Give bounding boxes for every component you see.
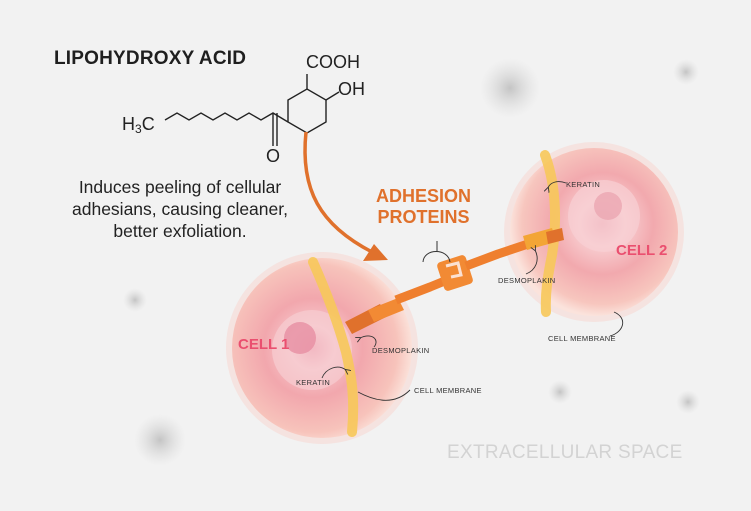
cell-2-label: CELL 2 — [616, 242, 668, 259]
cell-1-label: CELL 1 — [238, 336, 290, 353]
keratin-fiber-1 — [308, 257, 359, 437]
adhesion-protein-bridge — [345, 228, 564, 334]
background-particles — [123, 58, 700, 466]
cell-2-desmoplakin-label: DESMOPLAKIN — [498, 276, 556, 285]
description-line-2: adhesians, causing cleaner, — [72, 199, 288, 219]
hydroxyl-group-label: OH — [338, 79, 365, 99]
description-text: Induces peeling of cellular adhesians, c… — [60, 176, 300, 242]
molecule-structure — [164, 74, 340, 146]
diagram-title: LIPOHYDROXY ACID — [54, 48, 247, 69]
action-arrow-head — [363, 244, 388, 261]
adhesion-pointer — [422, 241, 451, 263]
adhesion-proteins-label: ADHESION PROTEINS — [376, 186, 472, 227]
leader-lines — [321, 181, 624, 401]
ketone-oxygen-label: O — [266, 146, 281, 166]
carboxyl-group-label: COOH — [306, 52, 360, 72]
description-line-3: better exfoliation. — [113, 221, 247, 241]
cell-1 — [226, 252, 418, 444]
action-arrow — [303, 131, 373, 254]
cell-1-desmoplakin-label: DESMOPLAKIN — [372, 346, 430, 355]
extracellular-space-label: EXTRACELLULAR SPACE — [447, 442, 683, 463]
cell-2 — [504, 142, 684, 322]
cell-2-membrane-label: CELL MEMBRANE — [548, 334, 616, 343]
description-line-1: Induces peeling of cellular — [78, 177, 282, 197]
methyl-group-label: H3C — [122, 114, 155, 136]
cell-1-membrane-label: CELL MEMBRANE — [414, 386, 482, 395]
cell-2-keratin-label: KERATIN — [566, 180, 601, 189]
cell-1-keratin-label: KERATIN — [296, 378, 331, 387]
